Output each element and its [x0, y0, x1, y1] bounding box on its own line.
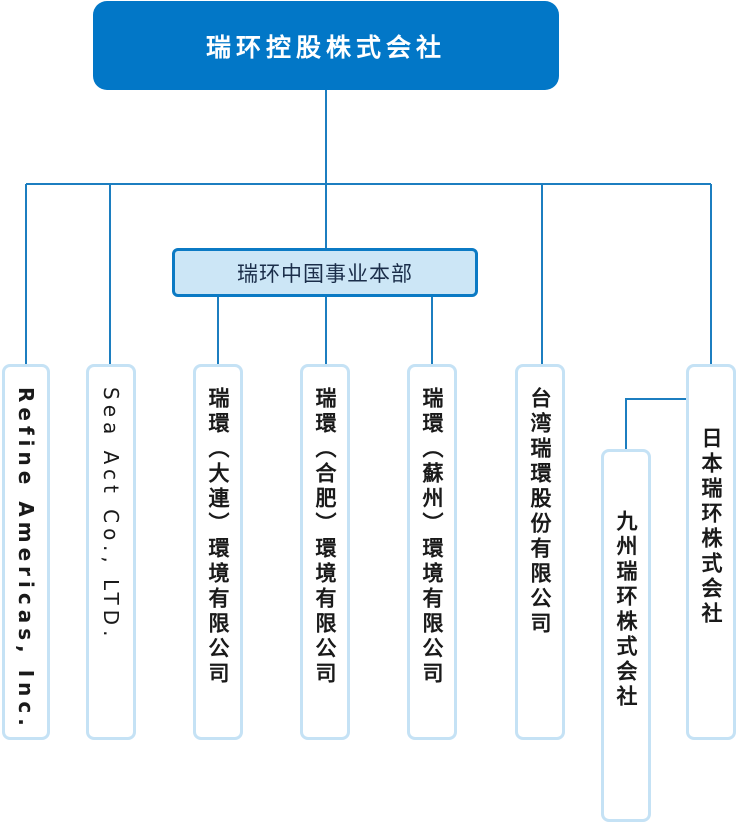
- subsidiary-box-suzhou: 瑞環（蘇州）環境有限公司: [407, 364, 457, 740]
- subsidiary-box-sea-act: Sea Act Co., LTD.: [86, 364, 136, 740]
- root-company-name: 瑞环控股株式会社: [205, 32, 446, 62]
- subsidiary-name: 瑞環（大連）環境有限公司: [206, 387, 230, 687]
- subsidiary-name: 瑞環（蘇州）環境有限公司: [420, 387, 444, 687]
- subsidiary-box-nihon: 日本瑞环株式会社: [686, 364, 736, 740]
- subsidiary-box-refine-americas: Refine Americas, Inc.: [2, 364, 50, 740]
- subsidiary-name: Refine Americas, Inc.: [14, 387, 38, 731]
- china-division-box: 瑞环中国事业本部: [172, 248, 478, 297]
- subsidiary-box-kyushu: 九州瑞环株式会社: [601, 449, 651, 822]
- subsidiary-box-dalian: 瑞環（大連）環境有限公司: [193, 364, 243, 740]
- root-company-box: 瑞环控股株式会社: [93, 1, 559, 90]
- china-division-name: 瑞环中国事业本部: [237, 261, 413, 286]
- connector-kyushu: [625, 398, 687, 449]
- subsidiary-name: 日本瑞环株式会社: [699, 427, 723, 627]
- subsidiary-box-taiwan: 台湾瑞環股份有限公司: [515, 364, 565, 740]
- subsidiary-name: Sea Act Co., LTD.: [99, 387, 123, 642]
- subsidiary-name: 瑞環（合肥）環境有限公司: [313, 387, 337, 687]
- subsidiary-box-hefei: 瑞環（合肥）環境有限公司: [300, 364, 350, 740]
- subsidiary-name: 九州瑞环株式会社: [614, 510, 638, 710]
- subsidiary-name: 台湾瑞環股份有限公司: [528, 387, 552, 637]
